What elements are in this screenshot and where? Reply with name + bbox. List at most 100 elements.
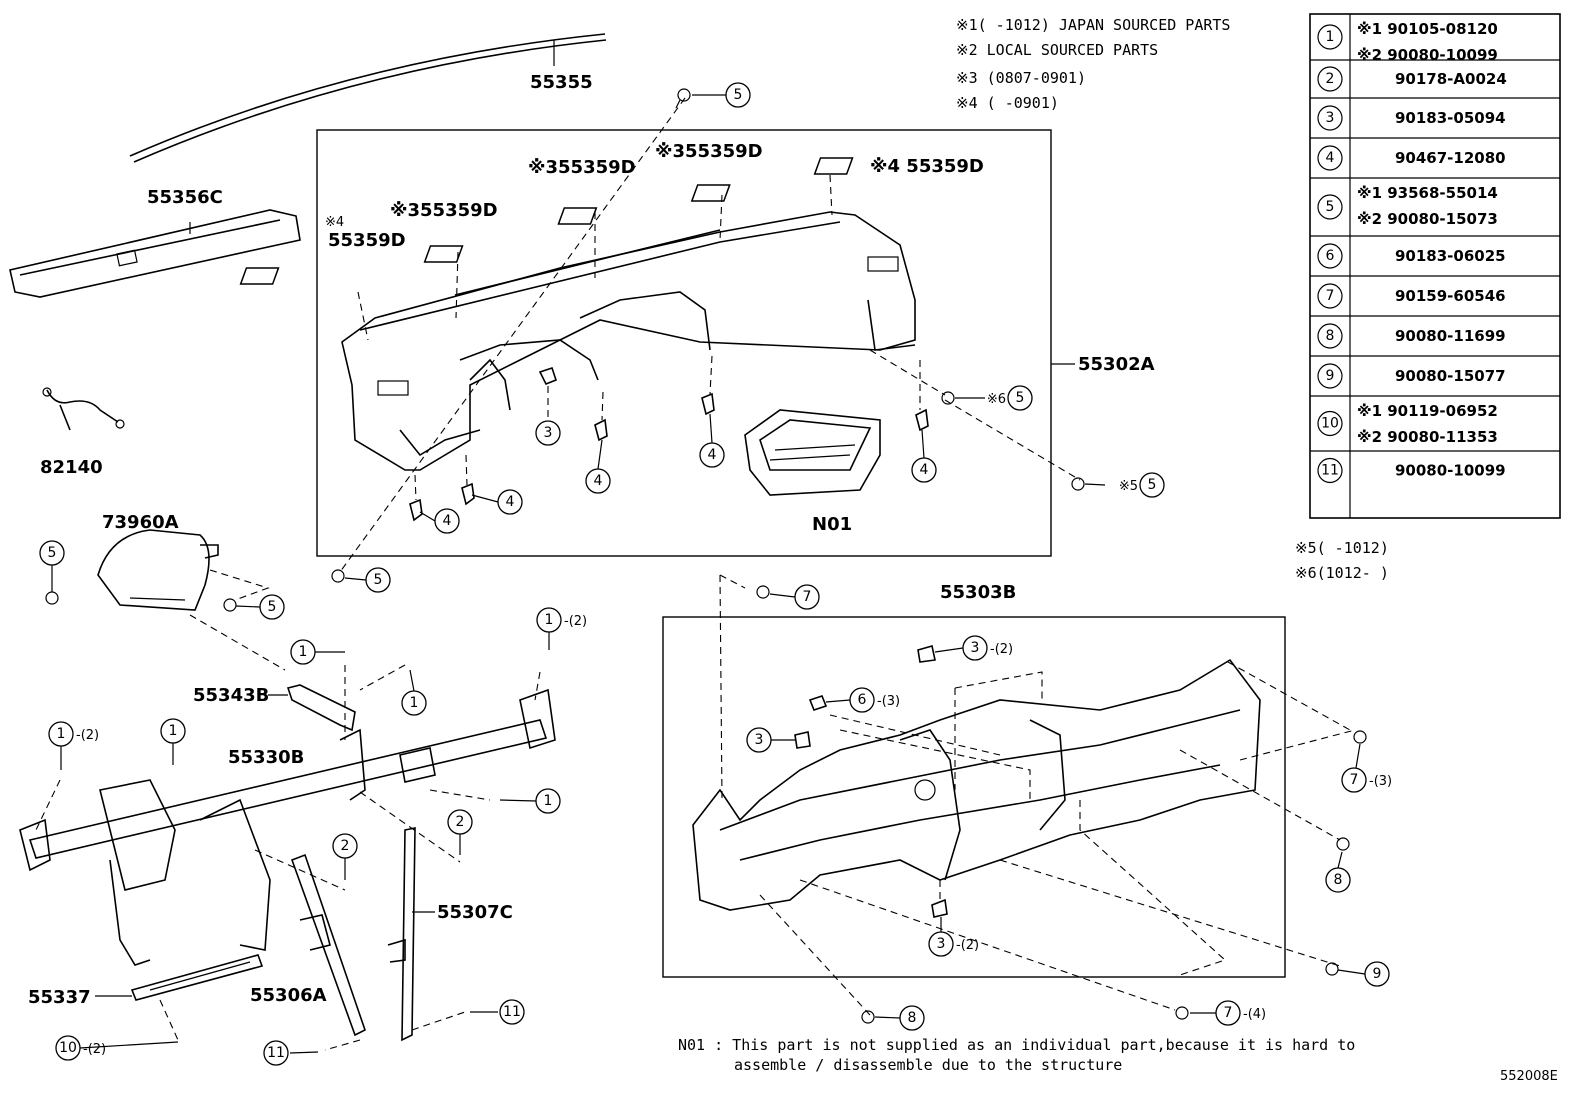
label-55359D-e: ※4 55359D bbox=[870, 156, 984, 177]
clip-3 bbox=[538, 366, 557, 386]
callout-quantity: -(2) bbox=[76, 728, 99, 743]
callout-quantity: -(2) bbox=[564, 614, 587, 629]
callout-c1-e: 1 bbox=[160, 718, 186, 765]
clips-4 bbox=[409, 392, 929, 522]
parts-table-partno: 90080-10099 bbox=[1395, 462, 1506, 480]
callout-c8-b: 8 bbox=[874, 1005, 925, 1031]
screw-7-c bbox=[1175, 1006, 1189, 1020]
number-circle-icon bbox=[1364, 961, 1390, 987]
number-circle-icon bbox=[39, 540, 65, 566]
callout-c11-a: 11 bbox=[470, 999, 525, 1025]
callout-number: 5 bbox=[1016, 390, 1025, 406]
callout-number: 9 bbox=[1373, 966, 1382, 982]
number-circle-icon bbox=[1317, 105, 1343, 131]
callout-c4-e: 4 bbox=[911, 429, 937, 483]
callout-c6: 6-(3) bbox=[825, 687, 900, 713]
pad-55359D-e bbox=[813, 157, 854, 175]
callout-c3-d: 3 -(2) bbox=[928, 917, 979, 957]
number-circle-icon bbox=[1317, 145, 1343, 171]
panel-55356C bbox=[9, 209, 301, 298]
parts-table-partno: 90183-06025 bbox=[1395, 247, 1506, 265]
parts-table-partno: 90080-11699 bbox=[1395, 327, 1506, 345]
screw-7-b bbox=[1353, 730, 1367, 744]
number-circle-icon bbox=[1317, 323, 1343, 349]
callout-quantity: -(2) bbox=[956, 938, 979, 953]
note-date-range-5: ※5( -1012) bbox=[1295, 539, 1389, 557]
note-date-range-4: ※4 ( -0901) bbox=[956, 94, 1059, 112]
pad-55359D-a bbox=[239, 267, 280, 285]
callout-c5-left1: 5 bbox=[39, 540, 65, 592]
screw-8-b bbox=[861, 1010, 875, 1024]
number-circle-icon bbox=[434, 508, 460, 534]
footnote-line2: assemble / disassemble due to the struct… bbox=[734, 1056, 1122, 1074]
number-circle-icon bbox=[699, 442, 725, 468]
parts-table-number: 7 bbox=[1326, 288, 1335, 304]
callout-number: 11 bbox=[267, 1045, 285, 1061]
number-circle-icon bbox=[1317, 457, 1343, 484]
label-55359D-a-mark: ※4 bbox=[325, 215, 344, 230]
parts-table-number: 11 bbox=[1321, 463, 1339, 479]
number-circle-icon bbox=[160, 718, 186, 744]
callout-number: 3 bbox=[971, 640, 980, 656]
parts-table-partno: ※1 93568-55014 bbox=[1357, 184, 1498, 202]
callout-c5-top: 5 bbox=[692, 82, 751, 108]
number-circle-icon bbox=[332, 833, 358, 859]
number-circle-icon bbox=[928, 931, 954, 957]
callout-prefix: ※6 bbox=[987, 392, 1006, 407]
callout-c5-right2: 5※5 bbox=[1084, 472, 1165, 498]
diagram-code: 552008E bbox=[1500, 1069, 1558, 1084]
parts-table-row: 6 90183-06025 bbox=[1317, 243, 1506, 269]
callout-number: 4 bbox=[594, 473, 603, 489]
parts-table-row: 1※1 90105-08120※2 90080-10099 bbox=[1317, 20, 1498, 64]
number-circle-icon bbox=[911, 457, 937, 483]
parts-table-partno: ※2 90080-11353 bbox=[1357, 428, 1498, 446]
label-73960A: 73960A bbox=[102, 512, 179, 533]
parts-table-number: 1 bbox=[1326, 29, 1335, 45]
number-circle-icon bbox=[259, 594, 285, 620]
callout-c4-d: 4 bbox=[699, 413, 725, 468]
group-box-55303B bbox=[662, 616, 1286, 978]
callout-number: 3 bbox=[755, 732, 764, 748]
screw-5-top bbox=[675, 88, 691, 109]
callout-number: 1 bbox=[544, 793, 553, 809]
callout-c1-d: 1-(2) bbox=[48, 721, 99, 770]
callout-c9: 9 bbox=[1337, 961, 1390, 987]
callout-number: 8 bbox=[908, 1010, 917, 1026]
label-55306A: 55306A bbox=[250, 985, 327, 1006]
callout-quantity: -(3) bbox=[877, 694, 900, 709]
number-circle-icon bbox=[899, 1005, 925, 1031]
number-circle-icon bbox=[1317, 363, 1343, 389]
callout-c7-c: 7-(4) bbox=[1190, 1000, 1266, 1026]
callout-c5-mid: 5 bbox=[344, 567, 391, 593]
number-circle-icon bbox=[1317, 283, 1343, 309]
number-circle-icon bbox=[1317, 66, 1343, 92]
callout-c1-b: 1 bbox=[401, 669, 427, 716]
wire-clip-82140 bbox=[42, 387, 125, 431]
callout-number: 1 bbox=[299, 644, 308, 660]
callout-c10: 10-(2) bbox=[55, 1035, 179, 1061]
number-circle-icon bbox=[365, 567, 391, 593]
footnote-line1: N01 : This part is not supplied as an in… bbox=[678, 1036, 1355, 1054]
callout-quantity: -(2) bbox=[83, 1042, 106, 1057]
screw-7-a bbox=[756, 585, 770, 599]
label-55330B: 55330B bbox=[228, 747, 304, 768]
number-circle-icon bbox=[794, 584, 820, 610]
number-circle-icon bbox=[962, 635, 988, 661]
label-55356C: 55356C bbox=[147, 187, 223, 208]
callout-number: 3 bbox=[937, 936, 946, 952]
number-circle-icon bbox=[55, 1035, 81, 1061]
callout-number: 3 bbox=[544, 425, 553, 441]
parts-table-partno: ※2 90080-10099 bbox=[1357, 46, 1498, 64]
label-55302A: 55302A bbox=[1078, 354, 1155, 375]
label-55355: 55355 bbox=[530, 72, 593, 93]
callout-number: 11 bbox=[503, 1004, 521, 1020]
number-circle-icon bbox=[535, 788, 561, 814]
parts-table-row: 11 90080-10099 bbox=[1317, 457, 1506, 484]
callout-number: 1 bbox=[545, 612, 554, 628]
note-date-range-3: ※3 (0807-0901) bbox=[956, 69, 1086, 87]
pad-55359D-d bbox=[690, 184, 731, 202]
parts-table-number: 6 bbox=[1326, 248, 1335, 264]
